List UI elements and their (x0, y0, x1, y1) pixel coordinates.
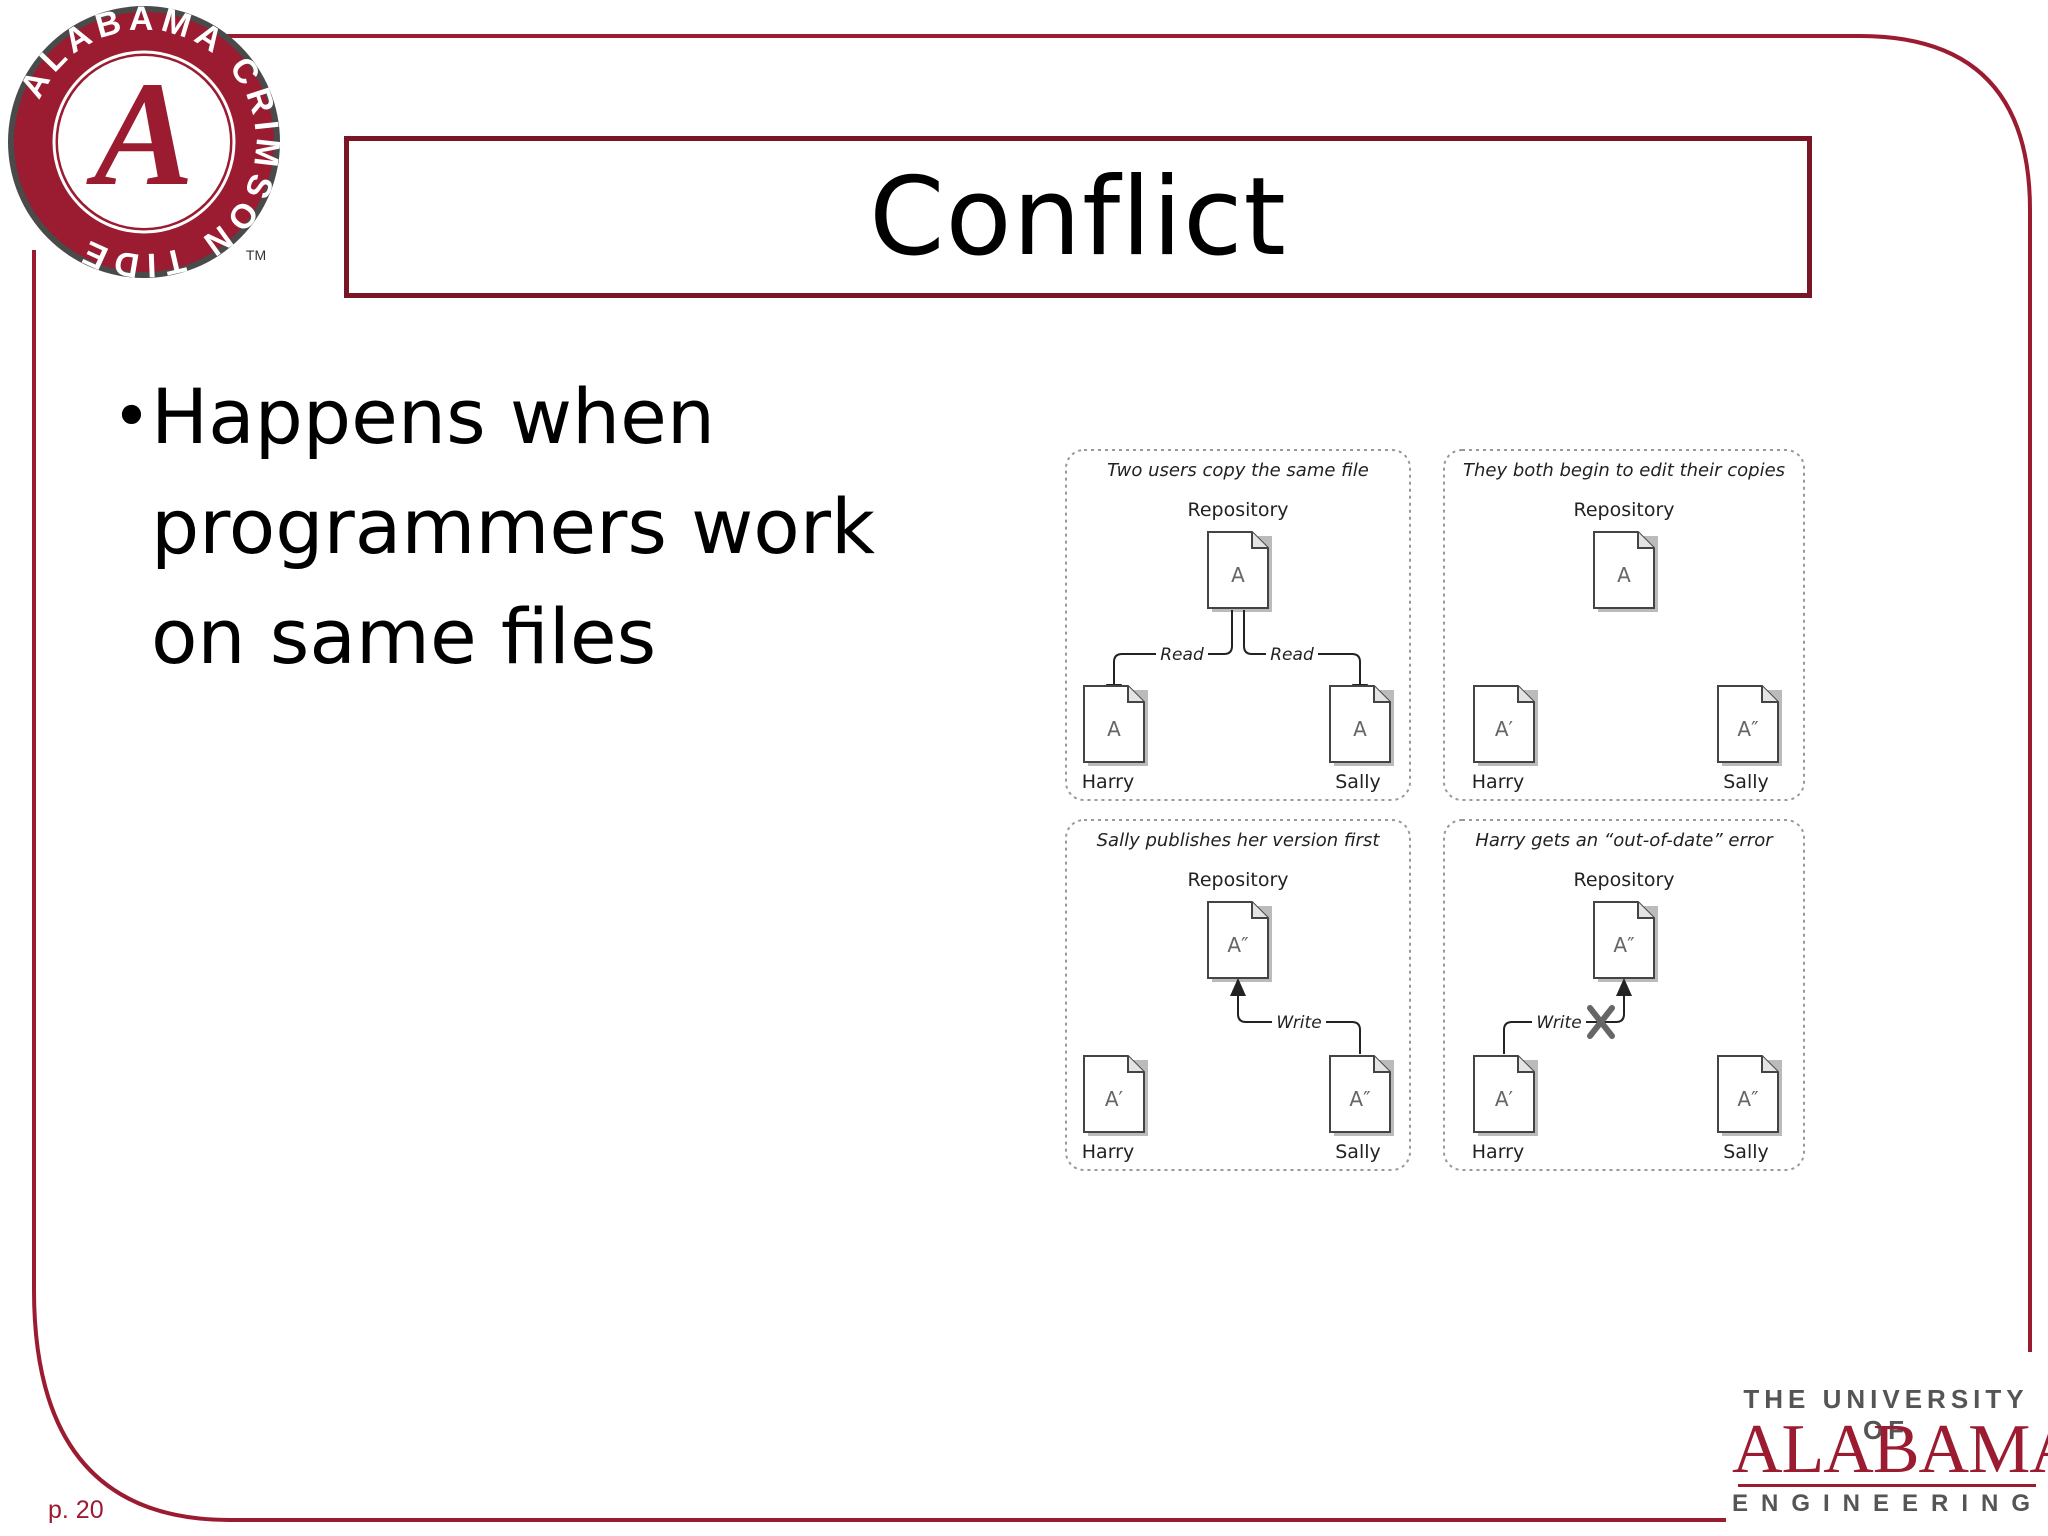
bullet-item: • Happens when programmers work on same … (112, 362, 972, 692)
page-number: p. 20 (48, 1496, 104, 1524)
harry-file-label: A′ (1495, 1087, 1514, 1111)
panel-caption: Sally publishes her version first (1097, 830, 1381, 851)
logo-letter: A (86, 51, 194, 217)
write-arrow-label: Write (1276, 1013, 1321, 1033)
diagram-panel-1: Two users copy the same file Repository … (1065, 449, 1411, 801)
slide-title: Conflict (869, 154, 1287, 280)
harry-label: Harry (1472, 771, 1524, 793)
repository-label: Repository (1187, 499, 1288, 521)
sally-file-label: A″ (1349, 1087, 1370, 1111)
ua-logo-line2: ALABAMA (1732, 1411, 2048, 1488)
panel-caption: Two users copy the same file (1107, 460, 1369, 481)
ua-engineering-logo: THE UNIVERSITY OF ALABAMA ENGINEERING (1732, 1376, 2048, 1528)
harry-file-label: A′ (1495, 717, 1514, 741)
ua-logo-rule (1738, 1484, 2036, 1487)
diagram-panel-3: Sally publishes her version first Reposi… (1065, 819, 1411, 1171)
conflict-diagram: Two users copy the same file Repository … (1065, 449, 1805, 1171)
panel-caption: They both begin to edit their copies (1463, 460, 1785, 481)
harry-file-label: A (1107, 717, 1121, 741)
error-x-icon (1587, 1005, 1615, 1039)
bullet-list: • Happens when programmers work on same … (112, 362, 972, 692)
sally-label: Sally (1335, 1141, 1381, 1163)
harry-label: Harry (1082, 771, 1134, 793)
repository-label: Repository (1573, 499, 1674, 521)
ua-logo-line3: ENGINEERING (1732, 1490, 2044, 1517)
sally-label: Sally (1723, 771, 1769, 793)
panel-caption: Harry gets an “out-of-date” error (1475, 830, 1774, 851)
bullet-marker: • (112, 378, 151, 455)
repository-label: Repository (1187, 869, 1288, 891)
sally-file-label: A″ (1737, 1087, 1758, 1111)
sally-file-label: A (1353, 717, 1367, 741)
write-arrow-label: Write (1536, 1013, 1581, 1033)
repository-file-label: A″ (1227, 933, 1248, 957)
read-arrow-label: Read (1160, 645, 1204, 665)
repository-file-label: A (1231, 563, 1245, 587)
sally-label: Sally (1723, 1141, 1769, 1163)
repository-file-label: A (1617, 563, 1631, 587)
harry-file-label: A′ (1105, 1087, 1124, 1111)
bullet-text: Happens when programmers work on same fi… (150, 372, 876, 681)
diagram-panel-2: They both begin to edit their copies Rep… (1443, 449, 1805, 801)
ua-logo-line1: THE UNIVERSITY OF (1743, 1384, 2029, 1445)
logo-trademark: TM (246, 247, 266, 263)
harry-label: Harry (1472, 1141, 1524, 1163)
diagram-panel-4: Harry gets an “out-of-date” error Reposi… (1443, 819, 1805, 1171)
slide-title-box: Conflict (344, 136, 1812, 298)
sally-label: Sally (1335, 771, 1381, 793)
alabama-crimson-tide-logo: ALABAMA CRIMSON TIDE A TM (8, 2, 281, 282)
sally-file-label: A″ (1737, 717, 1758, 741)
repository-file-label: A″ (1613, 933, 1634, 957)
read-arrow-label: Read (1270, 645, 1314, 665)
harry-label: Harry (1082, 1141, 1134, 1163)
repository-label: Repository (1573, 869, 1674, 891)
